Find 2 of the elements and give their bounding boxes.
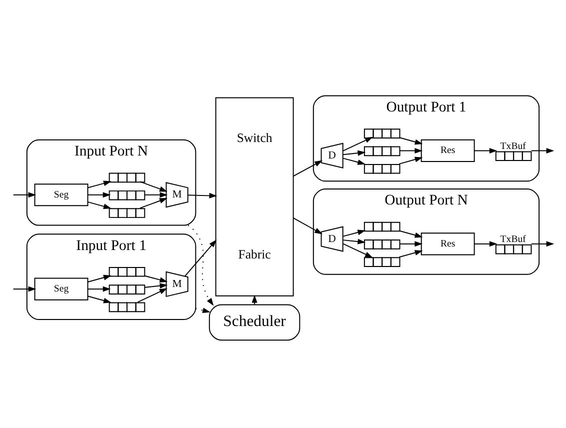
node-label: TxBuf (500, 234, 526, 245)
node-label: TxBuf (500, 140, 526, 152)
